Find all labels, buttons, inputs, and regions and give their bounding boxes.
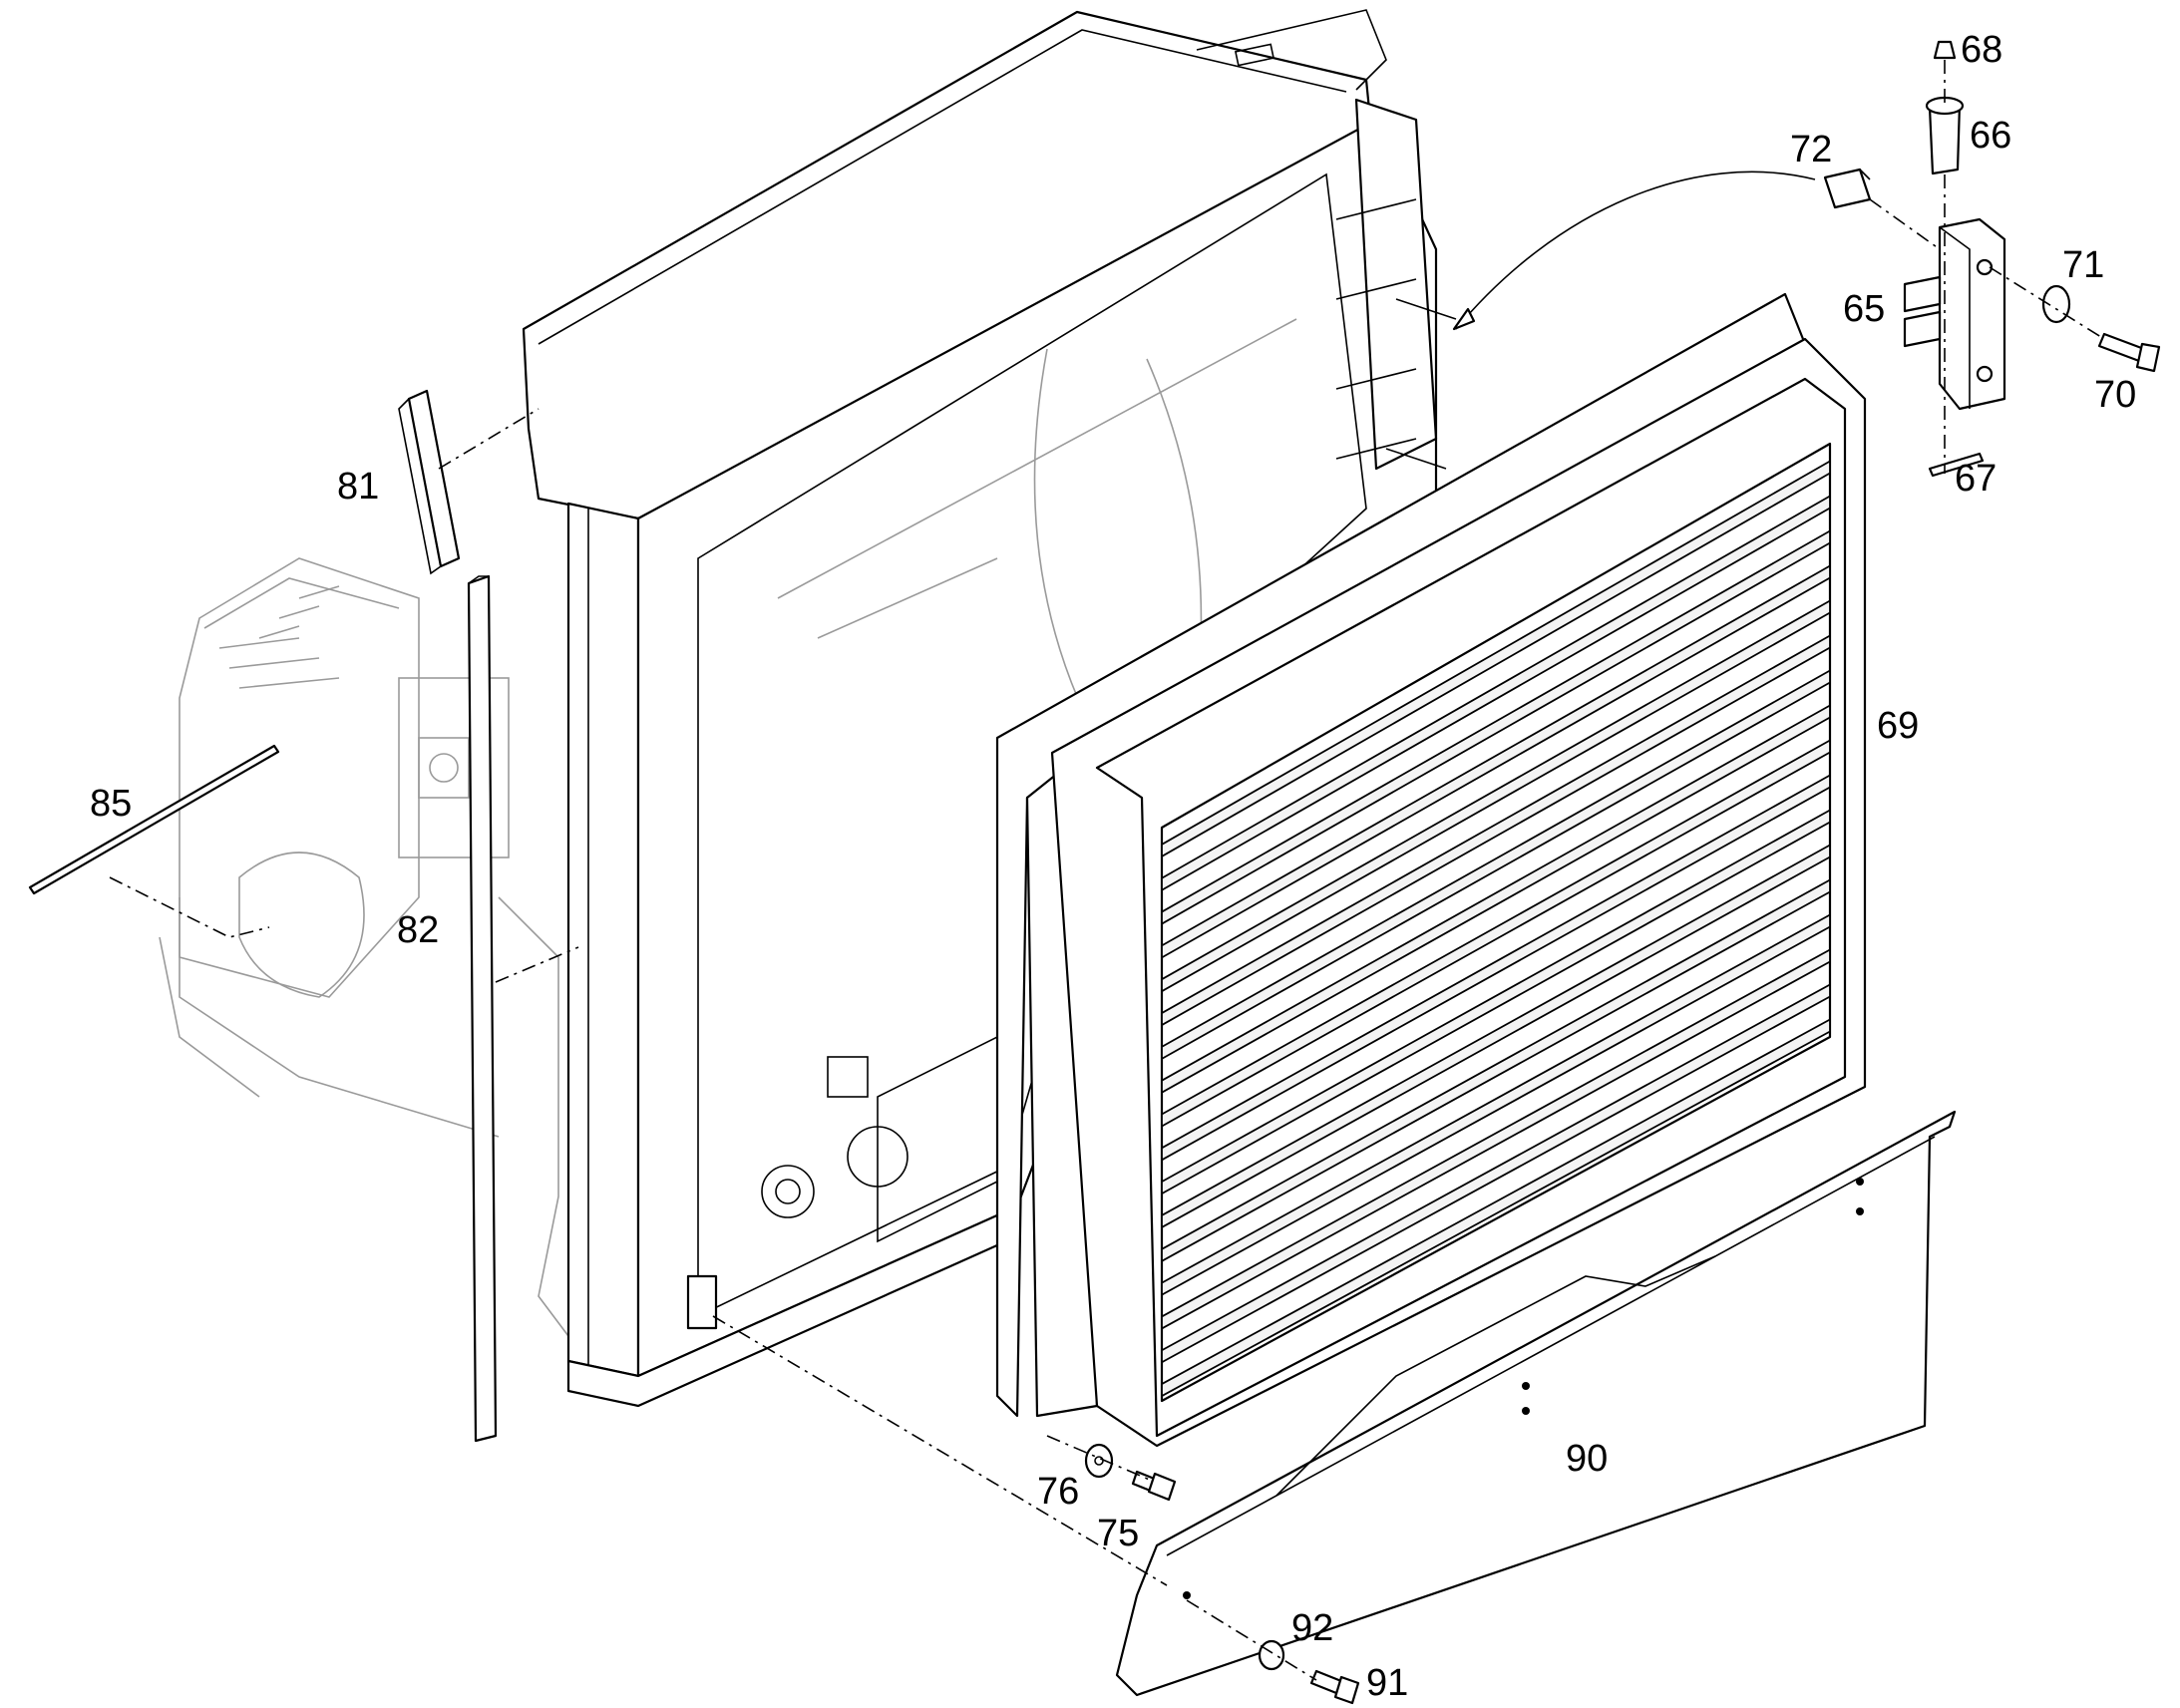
grille-slat xyxy=(1161,668,1831,1061)
grille-slat xyxy=(1161,459,1831,858)
grille-69 xyxy=(995,292,1867,1448)
grille-slat xyxy=(1161,912,1831,1297)
cotter-pin-67 xyxy=(1928,452,1985,478)
bolt-91 xyxy=(1309,1669,1360,1705)
callout-65: 65 xyxy=(1843,288,1885,330)
bottom-plate-90 xyxy=(1115,1110,1957,1697)
rod-85 xyxy=(28,744,280,895)
callout-90: 90 xyxy=(1566,1438,1608,1480)
grille-slats xyxy=(1161,459,1831,1398)
seal-82 xyxy=(467,574,498,1443)
callout-72: 72 xyxy=(1790,129,1832,171)
callout-91: 91 xyxy=(1366,1662,1408,1704)
grille-slat xyxy=(1161,738,1831,1129)
callout-82: 82 xyxy=(397,909,439,951)
background-machinery xyxy=(159,557,599,1377)
grille-slat xyxy=(1161,494,1831,892)
grille-slat xyxy=(1161,1017,1831,1398)
grille-slat xyxy=(1161,877,1831,1263)
callout-76: 76 xyxy=(1037,1471,1079,1513)
grille-slat xyxy=(1161,703,1831,1095)
grille-slat xyxy=(1161,633,1831,1027)
bolt-70 xyxy=(2097,332,2161,373)
callout-85: 85 xyxy=(90,783,132,825)
callout-81: 81 xyxy=(337,466,379,508)
grille-slat xyxy=(1161,808,1831,1196)
pin-66 xyxy=(1925,96,1965,175)
callout-67: 67 xyxy=(1955,458,1997,500)
seal-81 xyxy=(398,389,461,575)
grille-slat xyxy=(1161,982,1831,1364)
grille-slat xyxy=(1161,563,1831,959)
grille-slat xyxy=(1161,843,1831,1229)
callout-92: 92 xyxy=(1291,1607,1333,1649)
grille-slat xyxy=(1161,528,1831,926)
hinge-bracket-65 xyxy=(1903,217,2006,411)
grille-slat xyxy=(1161,773,1831,1162)
callout-68: 68 xyxy=(1961,29,2002,71)
callout-labels: 68 66 72 65 71 70 67 69 81 85 82 90 76 7… xyxy=(90,29,2136,1704)
washer-71 xyxy=(2041,284,2071,324)
washer-92 xyxy=(1258,1639,1285,1671)
callout-71: 71 xyxy=(2062,244,2104,286)
leader-lines xyxy=(109,60,2105,1681)
callout-66: 66 xyxy=(1970,115,2011,157)
washer-76 xyxy=(1084,1443,1114,1479)
callout-70: 70 xyxy=(2094,374,2136,416)
clip-68 xyxy=(1933,40,1957,60)
grille-slat xyxy=(1161,947,1831,1330)
callout-75: 75 xyxy=(1097,1513,1139,1554)
grille-slat xyxy=(1161,598,1831,993)
callout-69: 69 xyxy=(1877,705,1919,747)
spacer-72 xyxy=(1823,168,1872,209)
bolt-75 xyxy=(1131,1470,1177,1502)
